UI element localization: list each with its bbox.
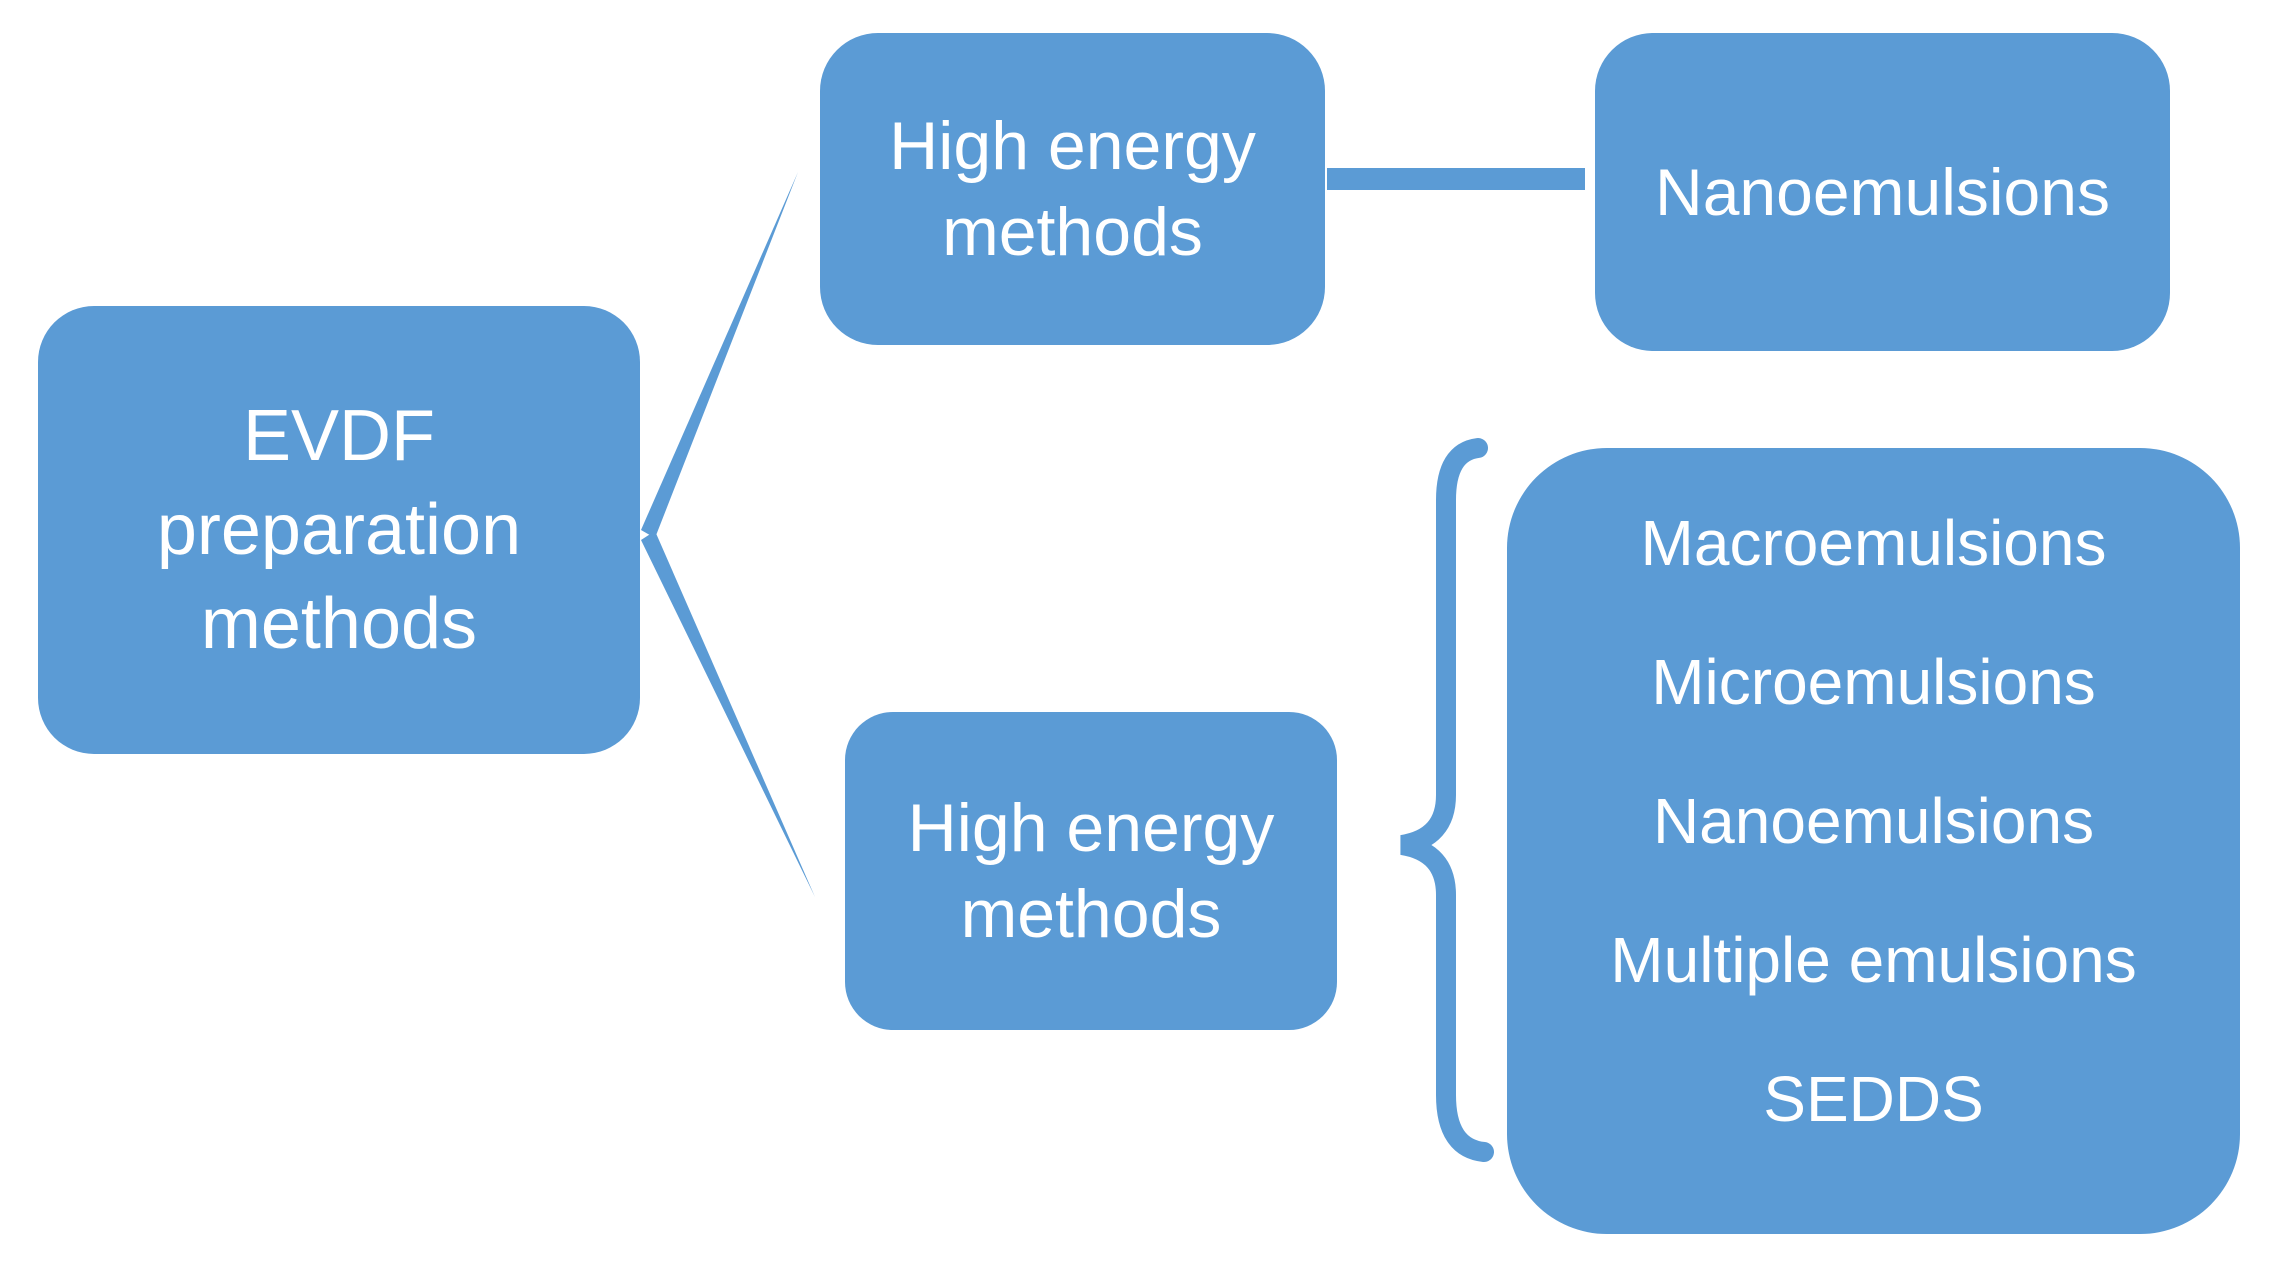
group-item-macroemulsions: Macroemulsions <box>1640 506 2107 579</box>
group-item-microemulsions: Microemulsions <box>1651 645 2096 718</box>
node-high-energy-methods-top: High energy methods <box>820 33 1325 345</box>
connector-root-to-bottom-branch <box>641 531 815 897</box>
node-high-energy-methods-bottom: High energy methods <box>845 712 1337 1030</box>
brace-icon <box>1399 438 1494 1162</box>
node-evdf-preparation-methods: EVDF preparation methods <box>38 306 640 754</box>
node-nanoemulsions: Nanoemulsions <box>1595 33 2170 351</box>
group-item-nanoemulsions: Nanoemulsions <box>1652 784 2095 857</box>
node-emulsion-types-group: Macroemulsions Microemulsions Nanoemulsi… <box>1507 448 2240 1234</box>
group-item-sedds: SEDDS <box>1763 1063 1984 1136</box>
connector-root-to-top-branch <box>641 172 798 538</box>
group-item-multiple-emulsions: Multiple emulsions <box>1610 924 2137 997</box>
connector-branch-to-nanoemulsions <box>1327 168 1585 190</box>
